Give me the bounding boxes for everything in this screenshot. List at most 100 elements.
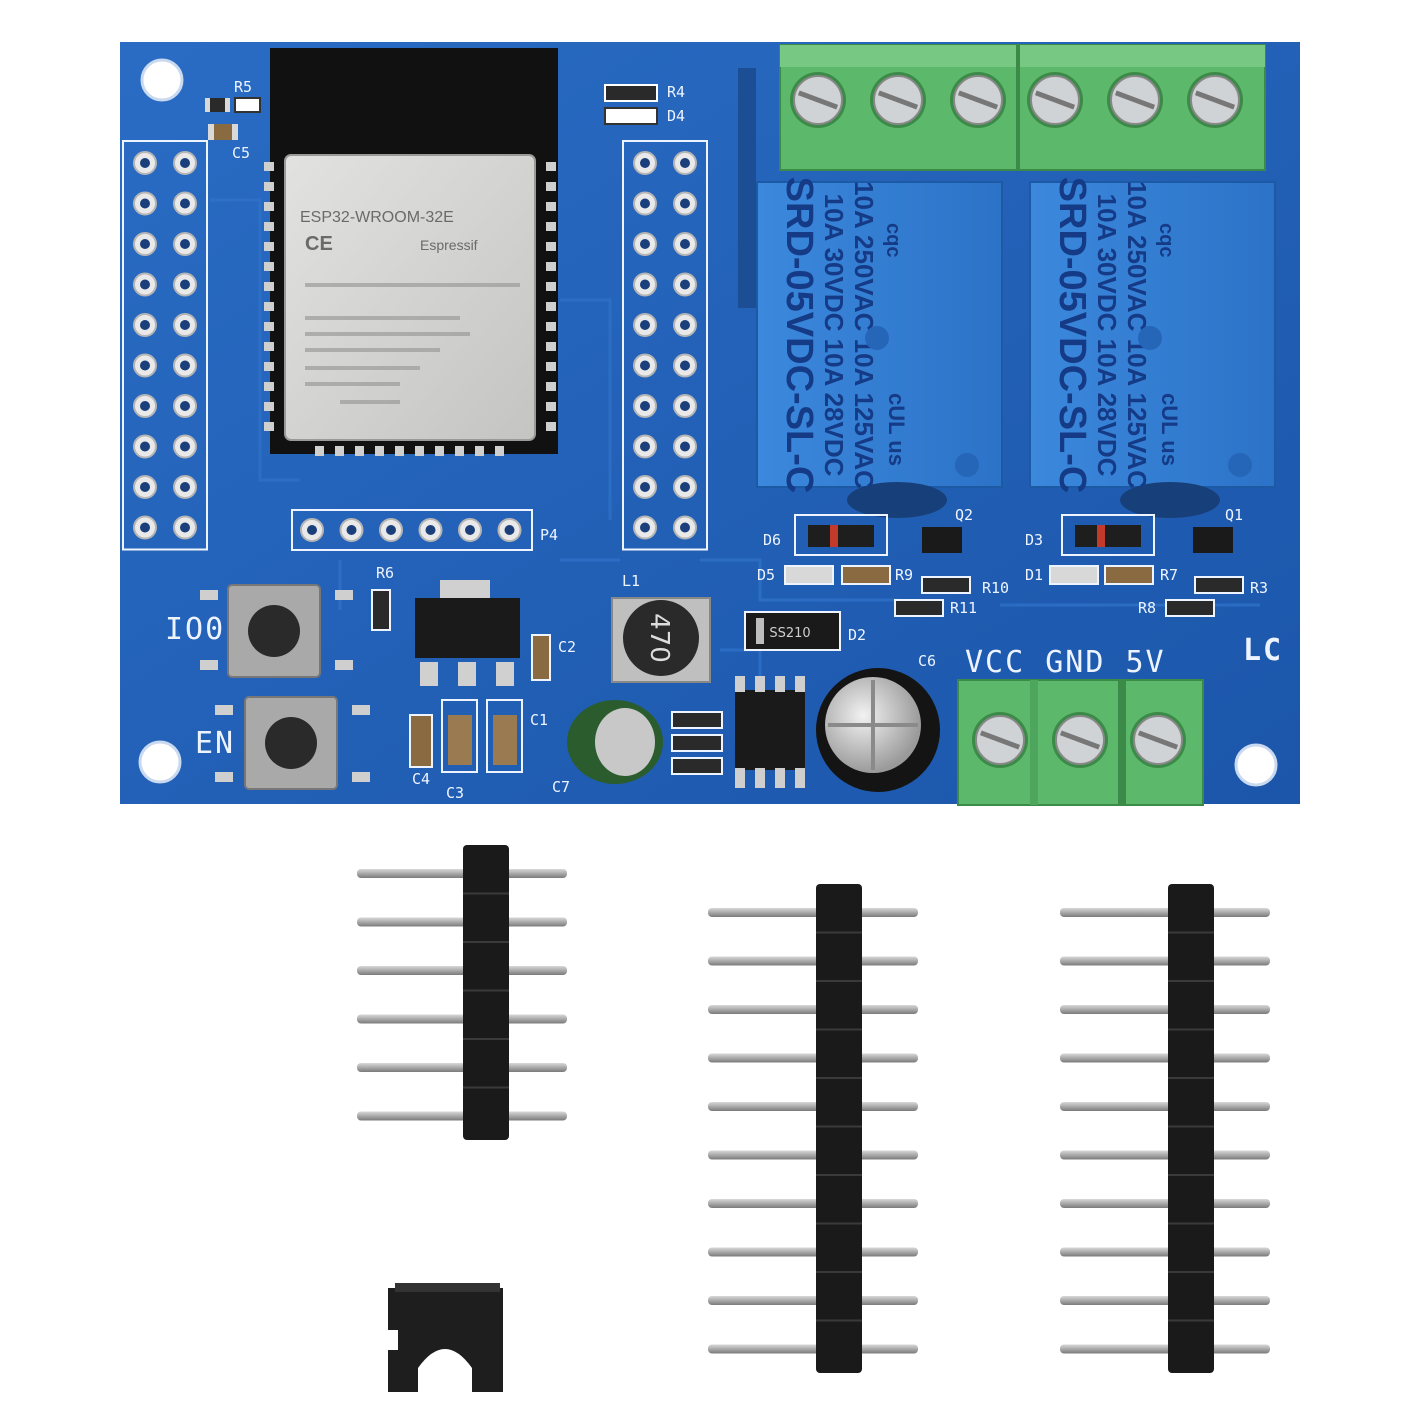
header-pin [1060,908,1270,917]
silk-c3: C3 [446,784,464,802]
header-pin [708,1102,918,1111]
header-pin [708,1053,918,1063]
diode-d2: SS210 [744,611,841,651]
silk-r3: R3 [1250,579,1268,597]
terminal-screw[interactable] [1027,72,1083,128]
header-body [816,884,862,1373]
header-body [463,845,509,1140]
relay-brand: cqc [1155,223,1177,257]
silk-c1: C1 [530,711,548,729]
mounting-hole [140,58,184,102]
header-pin [1060,1199,1270,1208]
power-section [371,580,551,773]
left-pin-header [122,140,208,551]
terminal-screw[interactable] [972,712,1028,768]
silk-d2: D2 [848,626,866,644]
relay-marking: SRD-05VDC-SL-C [778,177,820,494]
pin-header-6 [357,845,567,1140]
header-pin [357,869,567,878]
header-pin [708,1296,918,1305]
terminal-screw[interactable] [1107,72,1163,128]
silk-r10: R10 [982,579,1009,597]
header-pin [357,1063,567,1072]
esp32-module: ESP32-WROOM-32E CE Espressif [264,48,558,456]
terminal-screw[interactable] [870,72,926,128]
en-button[interactable] [215,696,370,790]
header-pin [708,908,918,917]
header-pin [708,1005,918,1014]
header-pin [708,1344,918,1354]
header-pin [1060,1102,1270,1111]
terminal-screw[interactable] [1187,72,1243,128]
header-pin [1060,956,1270,966]
inductor-l1: 470 [611,597,711,683]
header-pin [708,1199,918,1208]
terminal-screw[interactable] [1130,712,1186,768]
header-pin [1060,1005,1270,1014]
silk-c2: C2 [558,638,576,656]
silk-d6: D6 [763,531,781,549]
mounting-hole [1234,743,1278,787]
header-pin [1060,1344,1270,1354]
silk-r8: R8 [1138,599,1156,617]
silk-r9: R9 [895,566,913,584]
silk-l1: L1 [622,572,640,590]
silk-d1: D1 [1025,566,1043,584]
header-pin [357,1014,567,1024]
relay-marking: 10A 30VDC 10A 28VDC [1092,194,1122,477]
header-pin [357,966,567,975]
relay-cert: cUL us [884,393,909,466]
silk-r11: R11 [950,599,977,617]
silk-d5: D5 [757,566,775,584]
header-pin [357,1111,567,1121]
module-fine-print [305,283,520,404]
header-pin [708,1247,918,1257]
en-label: EN [195,726,235,761]
relay-drivers [784,514,1244,617]
silk-r5: R5 [234,78,252,96]
terminal-screw[interactable] [1052,712,1108,768]
header-pin [1060,1296,1270,1305]
silk-r7: R7 [1160,566,1178,584]
p4-pin-header [291,509,533,551]
header-pin [357,917,567,927]
silk-c6: C6 [918,652,936,670]
terminal-screw[interactable] [790,72,846,128]
io0-button[interactable] [200,584,355,678]
relay-output-terminal [738,44,1266,308]
silk-p4: P4 [540,526,558,544]
right-pin-header [622,140,708,551]
silk-d3: D3 [1025,531,1043,549]
power-terminal-label: VCC GND 5V [965,645,1166,680]
espressif-mark: Espressif [420,237,478,253]
silk-q2: Q2 [955,506,973,524]
ce-mark: CE [305,233,333,255]
silk-d4: D4 [667,107,685,125]
silk-c4: C4 [412,770,430,788]
pin-header-10-left [708,884,918,1373]
terminal-screw[interactable] [950,72,1006,128]
header-pin [1060,1053,1270,1063]
capacitor-c6 [816,668,940,792]
inductor-label: 470 [644,613,674,663]
board-logo: LC [1243,633,1283,668]
relay-brand: cqc [882,223,904,257]
header-pin [708,956,918,966]
relay-cert: cUL us [1157,393,1182,466]
smd-parts-top [205,84,658,140]
silk-r6: R6 [376,564,394,582]
header-pin [708,1150,918,1160]
diode-label: SS210 [769,626,810,641]
silk-q1: Q1 [1225,506,1243,524]
header-pin [1060,1247,1270,1257]
relay-board: ESP32-WROOM-32E CE Espressif R5 C5 R4 D [120,42,1300,806]
pin-header-10-right [1060,884,1270,1373]
silk-c5: C5 [232,144,250,162]
capacitor-c7 [567,700,723,784]
header-body [1168,884,1214,1373]
relay-marking: 10A 30VDC 10A 28VDC [819,194,849,477]
soic8-chip [735,676,805,788]
